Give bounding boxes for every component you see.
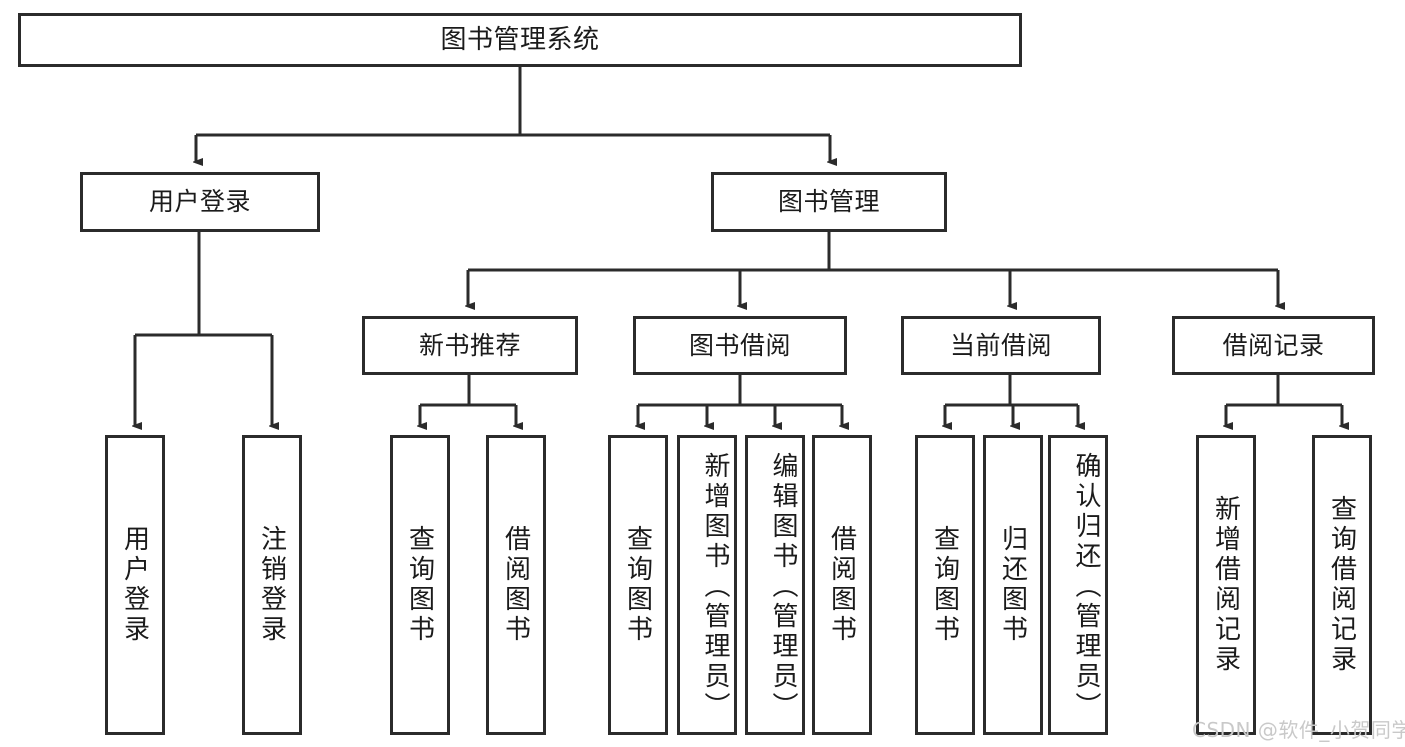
leaf-query-borrow-record[interactable]: 查询借阅记录 bbox=[1312, 435, 1372, 735]
leaf-borrow-book-recommend[interactable]: 借阅图书 bbox=[486, 435, 546, 735]
node-borrow-record[interactable]: 借阅记录 bbox=[1172, 316, 1375, 375]
leaf-edit-book[interactable]: 编辑图书（管理员） bbox=[745, 435, 805, 735]
leaf-label: 注销登录 bbox=[256, 525, 287, 645]
leaf-query-book-current[interactable]: 查询图书 bbox=[915, 435, 975, 735]
leaf-label: 新增借阅记录 bbox=[1210, 495, 1241, 675]
node-current-borrow[interactable]: 当前借阅 bbox=[901, 316, 1101, 375]
leaf-label: 借阅图书 bbox=[826, 525, 857, 645]
leaf-label: 确认归还（管理员） bbox=[1071, 452, 1101, 722]
leaf-label: 查询图书 bbox=[622, 525, 653, 645]
node-book-manage[interactable]: 图书管理 bbox=[711, 172, 947, 232]
leaf-label: 新增图书（管理员） bbox=[700, 452, 730, 722]
leaf-label: 查询图书 bbox=[929, 525, 960, 645]
leaf-label: 查询借阅记录 bbox=[1326, 495, 1357, 675]
leaf-add-borrow-record[interactable]: 新增借阅记录 bbox=[1196, 435, 1256, 735]
leaf-label: 借阅图书 bbox=[500, 525, 531, 645]
leaf-borrow-book[interactable]: 借阅图书 bbox=[812, 435, 872, 735]
leaf-confirm-return[interactable]: 确认归还（管理员） bbox=[1048, 435, 1108, 735]
watermark-text: CSDN @软件_小贺同学 bbox=[1192, 718, 1405, 742]
leaf-user-login[interactable]: 用户登录 bbox=[105, 435, 165, 735]
leaf-return-book[interactable]: 归还图书 bbox=[983, 435, 1043, 735]
leaf-label: 编辑图书（管理员） bbox=[768, 452, 798, 722]
node-book-borrow[interactable]: 图书借阅 bbox=[633, 316, 847, 375]
leaf-query-book-recommend[interactable]: 查询图书 bbox=[390, 435, 450, 735]
node-new-book-recommend[interactable]: 新书推荐 bbox=[362, 316, 578, 375]
leaf-label: 查询图书 bbox=[404, 525, 435, 645]
leaf-label: 归还图书 bbox=[997, 525, 1028, 645]
node-root[interactable]: 图书管理系统 bbox=[18, 13, 1022, 67]
leaf-query-book-borrow[interactable]: 查询图书 bbox=[608, 435, 668, 735]
leaf-label: 用户登录 bbox=[119, 525, 150, 645]
node-user-login[interactable]: 用户登录 bbox=[80, 172, 320, 232]
leaf-add-book[interactable]: 新增图书（管理员） bbox=[677, 435, 737, 735]
leaf-user-logout[interactable]: 注销登录 bbox=[242, 435, 302, 735]
